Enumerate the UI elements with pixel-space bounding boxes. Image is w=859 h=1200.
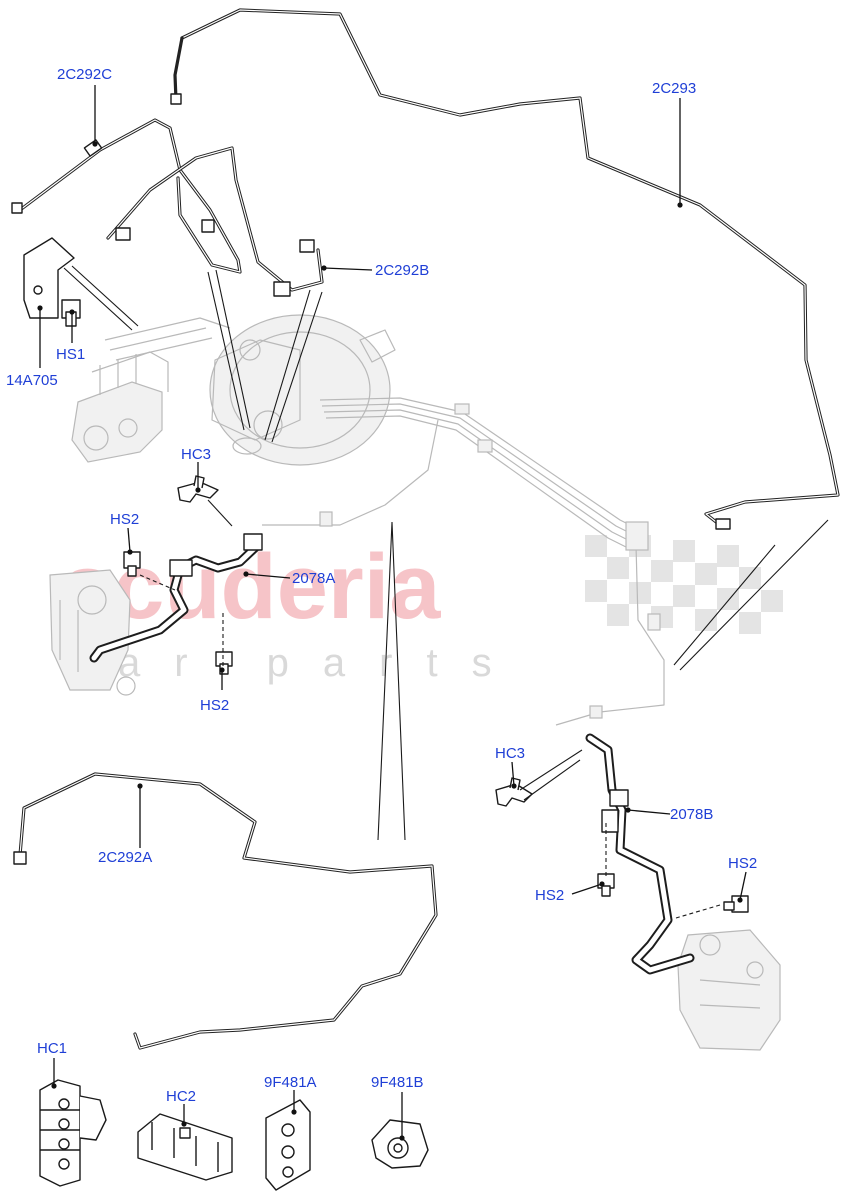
callout-hc3-left[interactable]: HC3 [181,446,211,463]
clip-hc1 [39,1079,107,1187]
bolt-hs2-left-top [123,551,141,577]
callout-hc1[interactable]: HC1 [37,1040,67,1057]
callout-hc3-right[interactable]: HC3 [495,745,525,762]
callout-2c292c[interactable]: 2C292C [57,66,112,83]
clip-9f481a [265,1099,311,1191]
callout-labels: 2C292C 2C293 2C292B HS1 14A705 HC3 HS2 2… [6,66,757,1105]
callout-2078a[interactable]: 2078A [292,570,335,587]
hose-2078b [585,733,695,975]
watermark-tagline: car parts [64,641,526,685]
explode-lines [63,265,829,919]
callout-hs2-left-top[interactable]: HS2 [110,511,139,528]
callout-hc2[interactable]: HC2 [166,1088,196,1105]
hose-2078a [89,533,263,663]
watermark: scuderia car parts [62,535,783,685]
brake-booster [209,314,396,466]
abs-modulator [71,317,231,463]
bolt-hs1 [61,299,81,327]
callout-hs2-left-bottom[interactable]: HS2 [200,697,229,714]
clip-hc2 [137,1113,233,1181]
callout-2c292a[interactable]: 2C292A [98,849,152,866]
leader-lines [37,85,747,1141]
front-left-caliper [49,569,136,696]
pipe-2c292b [106,146,324,297]
callout-hs1[interactable]: HS1 [56,346,85,363]
callout-hs2-right-mid[interactable]: HS2 [535,887,564,904]
pipe-2c293 [170,8,840,530]
pipe-bundle [262,397,665,726]
bolt-hs2-right-mid [597,873,615,897]
callout-2078b[interactable]: 2078B [670,806,713,823]
pipe-2c292a [13,772,438,1050]
callout-14a705[interactable]: 14A705 [6,372,58,389]
ghost-assembly [49,314,781,1051]
bracket-14a705 [23,237,75,319]
callout-hs2-right-top[interactable]: HS2 [728,855,757,872]
callout-2c293[interactable]: 2C293 [652,80,696,97]
bolt-hs2-right-top [723,895,749,913]
checkered-flag-icon [585,535,783,634]
callout-9f481b[interactable]: 9F481B [371,1074,424,1091]
grommet-9f481b [371,1119,429,1169]
callout-2c292b[interactable]: 2C292B [375,262,429,279]
callout-9f481a[interactable]: 9F481A [264,1074,317,1091]
front-right-caliper [677,929,781,1051]
